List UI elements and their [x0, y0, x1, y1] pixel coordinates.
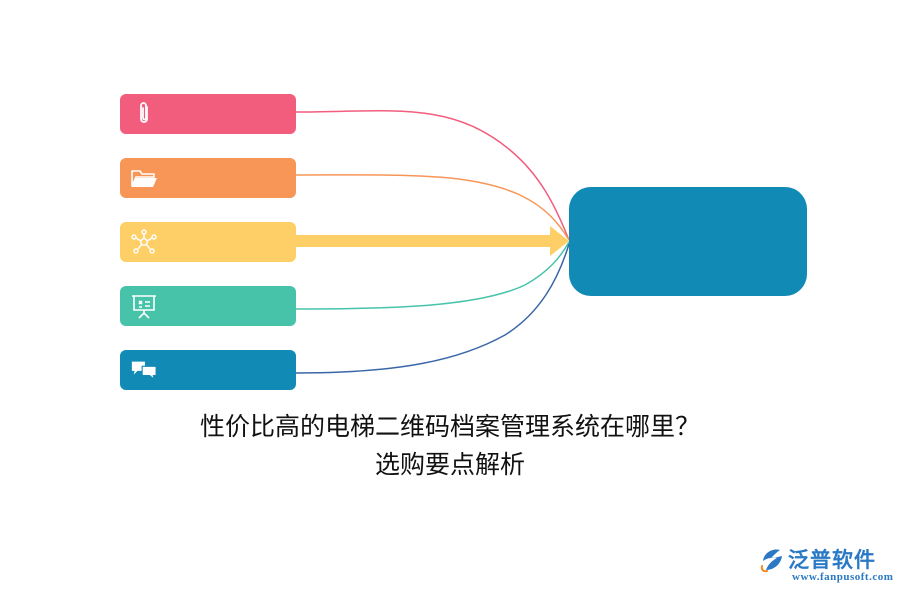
logo-name: 泛普软件: [788, 548, 876, 572]
connector-line-3: [295, 241, 570, 310]
connector-line-4: [295, 243, 570, 374]
brand-logo: 泛普软件 www.fanpusoft.com: [758, 544, 893, 588]
logo-url: www.fanpusoft.com: [792, 571, 894, 583]
diagram-item-presentation: [120, 286, 296, 326]
chat-bubbles-icon: [130, 356, 158, 384]
diagram-item-chat: [120, 350, 296, 390]
caption-line-1: 性价比高的电梯二维码档案管理系统在哪里？: [199, 412, 700, 441]
folder-icon: [130, 164, 158, 192]
caption-line-2: 选购要点解析: [374, 450, 525, 479]
diagram-item-network: [120, 222, 296, 262]
connector-arrow: [296, 226, 569, 256]
presentation-board-icon: [130, 292, 158, 320]
caption: 性价比高的电梯二维码档案管理系统在哪里？ 选购要点解析: [60, 408, 840, 484]
connector-line-0: [295, 109, 570, 241]
connector-line-1: [295, 174, 570, 241]
paperclip-icon: [130, 100, 158, 128]
network-icon: [130, 228, 158, 256]
diagram-item-folder: [120, 158, 296, 198]
center-node: [569, 187, 807, 296]
diagram-item-paperclip: [120, 94, 296, 134]
logo-mark-icon: [760, 549, 782, 573]
